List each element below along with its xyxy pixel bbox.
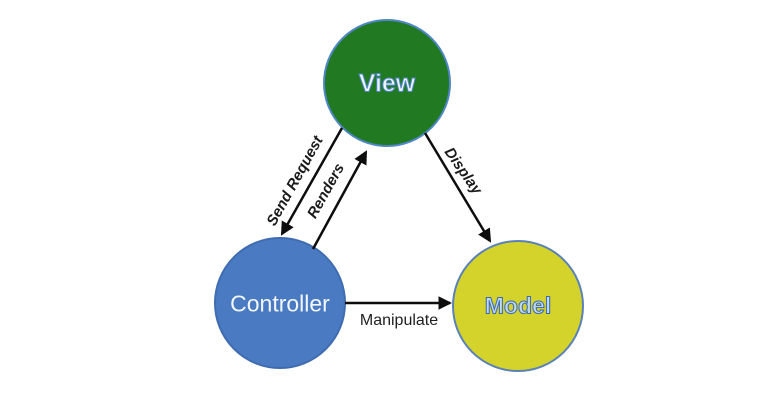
manipulate-edge-label: Manipulate (359, 312, 439, 329)
send-request-arrow (280, 127, 344, 236)
model-node-label: Model (484, 292, 552, 319)
renders-arrow (311, 150, 368, 250)
display-arrow (423, 132, 492, 243)
view-node-label: View (358, 69, 416, 98)
model-node (452, 240, 584, 372)
controller-node-label: Controller (230, 290, 330, 317)
view-node (323, 19, 451, 147)
